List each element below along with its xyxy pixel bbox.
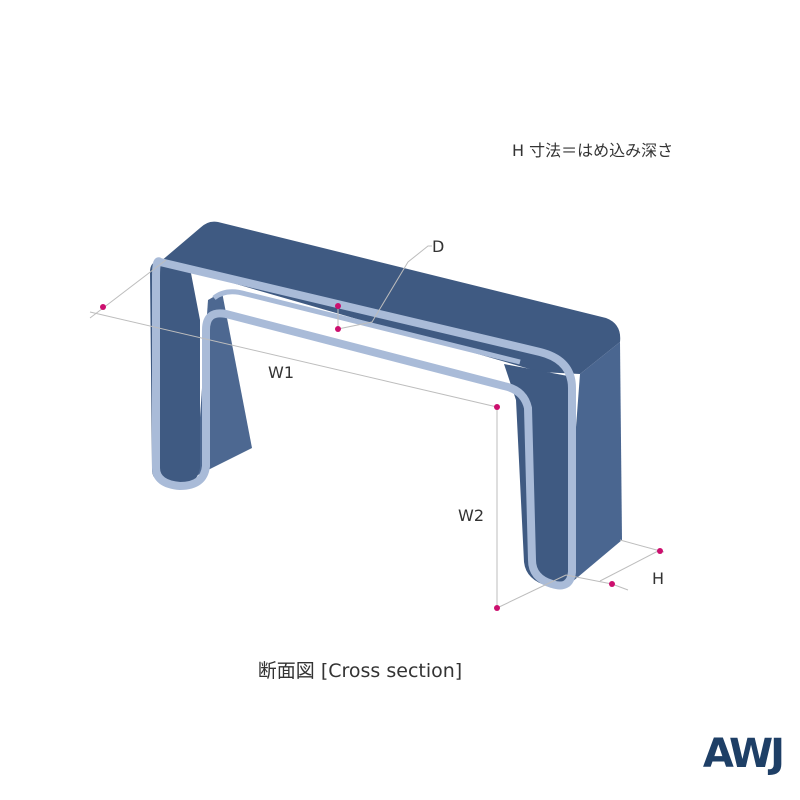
channel-right-side (566, 342, 622, 582)
marker-h-left (609, 581, 615, 587)
channel-right-leg (504, 364, 572, 586)
depth-note: H 寸法＝はめ込み深さ (512, 141, 674, 160)
label-d: D (432, 237, 444, 256)
inner-top-edge (212, 289, 521, 365)
marker-d-top (335, 303, 341, 309)
channel-top-surface (160, 221, 621, 374)
awj-logo: AWJ (702, 731, 785, 777)
caption: 断面図 [Cross section] (257, 660, 463, 682)
cross-section-outline (152, 257, 576, 590)
dimension-lines (89, 245, 665, 609)
label-h: H (652, 569, 664, 588)
label-w2: W2 (458, 506, 484, 525)
marker-h-right (657, 548, 663, 554)
marker-w2-bottom (494, 605, 500, 611)
marker-w1-right (494, 404, 500, 410)
dimension-markers (100, 303, 663, 611)
marker-w1-left (100, 304, 106, 310)
label-w1: W1 (268, 363, 294, 382)
marker-d-bottom (335, 326, 341, 332)
channel-left-leg (150, 261, 200, 487)
